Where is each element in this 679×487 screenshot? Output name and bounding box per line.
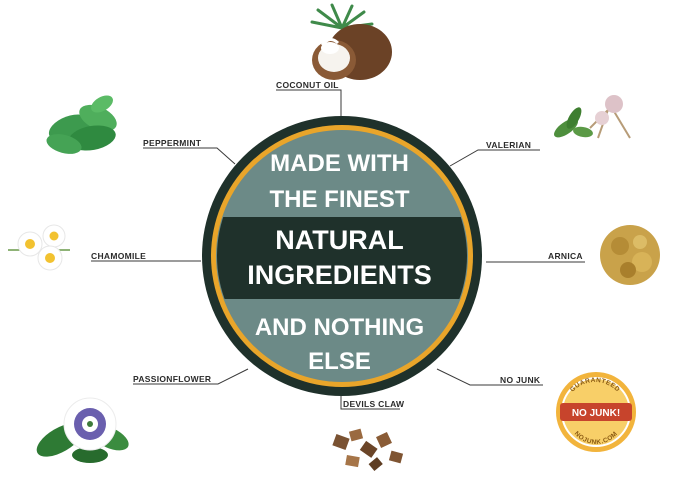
label-devils-claw: DEVILS CLAW xyxy=(343,399,405,409)
label-arnica: ARNICA xyxy=(548,251,583,261)
headline-mid-1: NATURAL xyxy=(275,225,404,255)
coconut-image xyxy=(310,3,392,80)
arnica-image xyxy=(600,225,660,285)
label-chamomile: CHAMOMILE xyxy=(91,251,147,261)
connector-lines xyxy=(91,89,585,410)
headline-bottom-2: ELSE xyxy=(308,348,371,375)
center-badge xyxy=(202,116,482,396)
label-coconut-oil: COCONUT OIL xyxy=(276,80,339,90)
label-passionflower: PASSIONFLOWER xyxy=(133,374,212,384)
connector-peppermint xyxy=(143,147,236,165)
headline-mid-2: INGREDIENTS xyxy=(247,260,432,290)
label-no-junk: NO JUNK xyxy=(500,375,541,385)
headline-top-2: THE FINEST xyxy=(269,186,410,213)
badge-main-text: NO JUNK! xyxy=(572,408,620,419)
chamomile-image xyxy=(8,224,70,271)
headline-top-1: MADE WITH xyxy=(270,150,409,177)
connector-coconut xyxy=(276,89,342,121)
connector-no-junk xyxy=(436,368,543,386)
no-junk-seal: GUARANTEED NOJUNK.COM NO JUNK! xyxy=(556,372,636,452)
peppermint-image xyxy=(46,95,117,154)
label-valerian: VALERIAN xyxy=(486,140,532,150)
connector-valerian xyxy=(449,149,540,167)
connector-passionflower xyxy=(133,368,249,385)
devils-claw-image xyxy=(332,428,404,472)
label-peppermint: PEPPERMINT xyxy=(143,138,202,148)
passionflower-image xyxy=(36,397,129,463)
headline-bottom-1: AND NOTHING xyxy=(254,314,425,341)
connector-devils-claw xyxy=(340,395,400,410)
valerian-image xyxy=(554,95,631,139)
